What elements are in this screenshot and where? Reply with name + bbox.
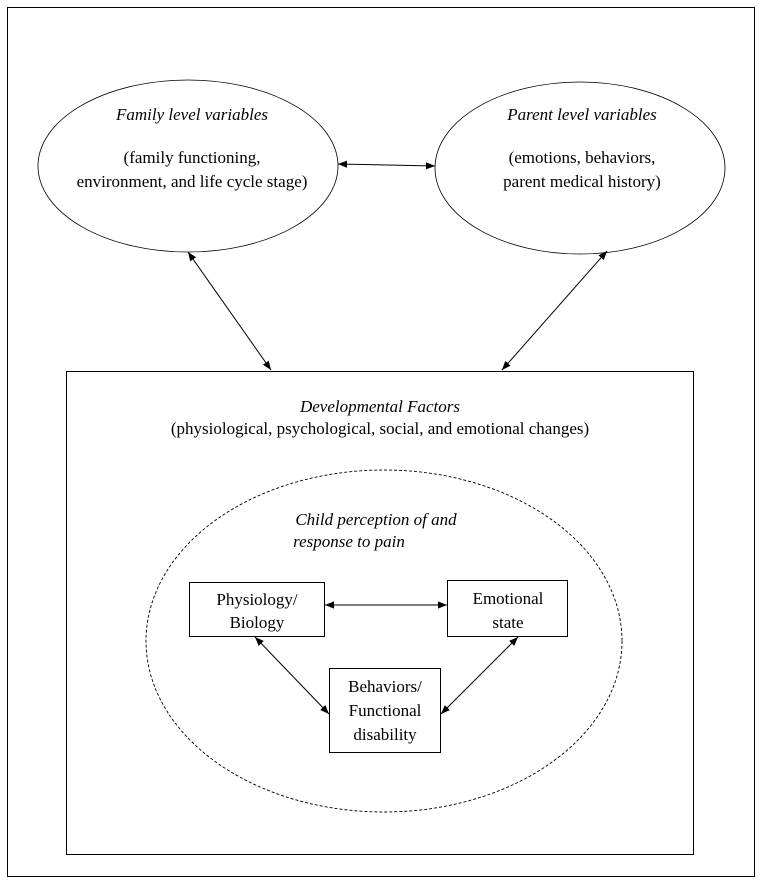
behaviors-label-line2: Functional: [349, 701, 422, 720]
behaviors-label-line1: Behaviors/: [348, 677, 422, 696]
arrow-physiology-behaviors: [254, 636, 330, 715]
family-detail-line2: environment, and life cycle stage): [77, 172, 308, 191]
arrow-family-parent: [337, 160, 436, 170]
behaviors-node: Behaviors/ Functional disability: [329, 668, 441, 753]
arrow-parent-developmental: [501, 250, 608, 371]
physiology-label-line2: Biology: [230, 613, 285, 632]
family-detail-line1: (family functioning,: [124, 148, 261, 167]
family-title: Family level variables: [115, 105, 268, 124]
child-perception-ellipse: [145, 469, 623, 813]
parent-detail-line2: parent medical history): [503, 172, 661, 191]
developmental-title: Developmental Factors: [299, 397, 460, 416]
behaviors-label-line3: disability: [353, 725, 417, 744]
developmental-subtitle: (physiological, psychological, social, a…: [171, 419, 589, 438]
physiology-label-line1: Physiology/: [216, 590, 298, 609]
emotional-label-line2: state: [492, 613, 523, 632]
behaviors-box: [329, 668, 441, 753]
child-perception-node: Child perception of and response to pain: [145, 469, 623, 813]
developmental-box: [66, 371, 694, 855]
emotional-label-line1: Emotional: [473, 589, 544, 608]
child-title-line2: response to pain: [293, 532, 405, 551]
physiology-biology-node: Physiology/ Biology: [189, 582, 325, 637]
developmental-factors-node: Developmental Factors (physiological, ps…: [66, 371, 694, 855]
parent-level-node: Parent level variables (emotions, behavi…: [434, 81, 726, 255]
parent-detail-line1: (emotions, behaviors,: [509, 148, 656, 167]
emotional-box: [447, 580, 568, 637]
outer-frame: [7, 7, 755, 877]
arrow-family-developmental: [187, 251, 272, 371]
emotional-state-node: Emotional state: [447, 580, 568, 637]
arrow-emotional-behaviors: [440, 636, 519, 715]
child-title-line1: Child perception of and: [295, 510, 457, 529]
family-level-node: Family level variables (family functioni…: [37, 79, 339, 253]
physiology-box: [189, 582, 325, 637]
parent-title: Parent level variables: [506, 105, 657, 124]
